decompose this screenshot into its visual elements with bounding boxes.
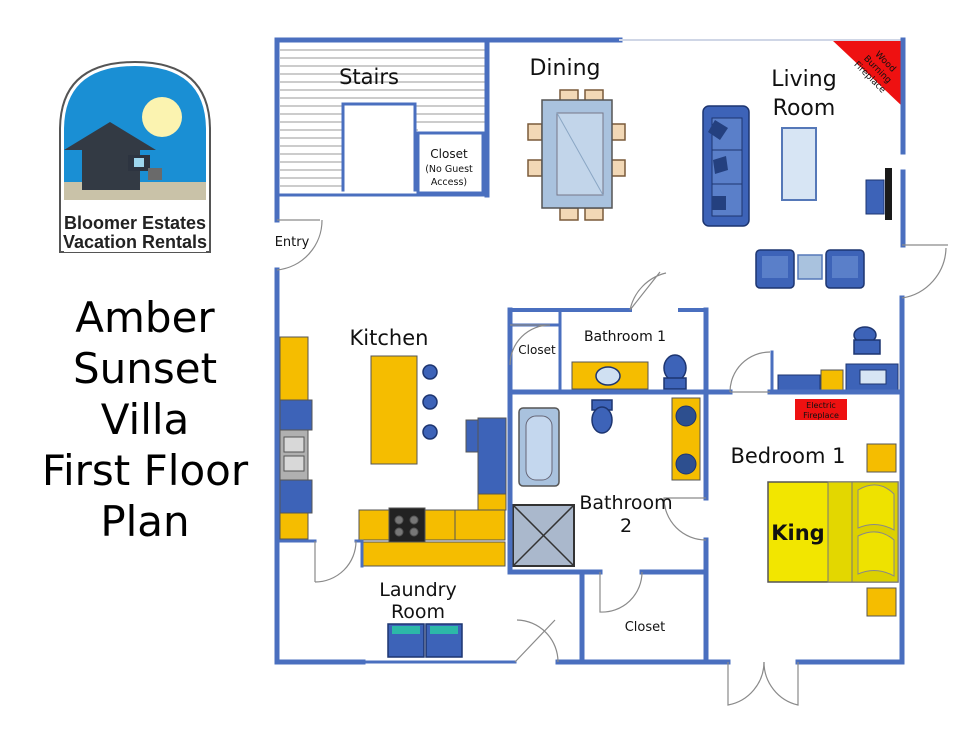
armchair [755, 249, 865, 289]
label-living-room-2: Room [773, 96, 836, 121]
logo-sun-icon [142, 97, 182, 137]
label-closet-noguest-3: Access) [431, 177, 467, 188]
toilet-icon [591, 399, 613, 434]
title-line: Plan [100, 497, 190, 546]
label-entry: Entry [275, 235, 310, 250]
side-table [820, 369, 844, 391]
label-closet-noguest-2: (No Guest [425, 164, 473, 175]
title-line: First Floor [41, 446, 249, 495]
logo-line-2: Vacation Rentals [63, 232, 207, 252]
stairs [280, 49, 485, 187]
shower [512, 504, 575, 567]
label-kitchen: Kitchen [350, 326, 429, 350]
nightstand [866, 587, 897, 617]
label-bathroom-1: Bathroom 1 [584, 329, 666, 345]
label-closet: Closet [518, 343, 556, 357]
label-dining: Dining [529, 56, 600, 81]
sink-icon [675, 405, 697, 427]
title-line: Amber [75, 293, 215, 342]
sofa [702, 105, 750, 227]
door-swings [276, 219, 948, 706]
house-icon [64, 122, 162, 190]
bar-stool [422, 364, 438, 440]
title-line: Villa [100, 395, 190, 444]
bench [777, 374, 821, 391]
coffee-table [781, 127, 817, 201]
wood-fireplace [832, 40, 902, 106]
tv-stand [865, 179, 885, 215]
label-closet-noguest-1: Closet [430, 147, 468, 161]
logo-line-1: Bloomer Estates [64, 213, 206, 233]
electric-fireplace [795, 399, 847, 420]
kitchen-counter [279, 336, 507, 567]
label-laundry-2: Room [391, 601, 445, 623]
walls [274, 37, 906, 665]
label-laundry-1: Laundry [379, 579, 456, 601]
electric-fireplace-label-2: Fireplace [803, 411, 839, 420]
label-bedroom-1: Bedroom 1 [730, 444, 845, 468]
washer-dryer [387, 623, 463, 658]
page-title: Amber Sunset Villa First Floor Plan [20, 292, 270, 547]
tv-icon [885, 168, 892, 220]
dining-chair [527, 89, 626, 221]
label-bathroom-2-1: Bathroom [579, 492, 672, 514]
toilet-icon [663, 354, 687, 390]
desk-chair [853, 326, 881, 355]
title-line: Sunset [72, 344, 218, 393]
sink-icon [595, 366, 621, 386]
nightstand [866, 443, 897, 473]
logo: Bloomer Estates Vacation Rentals [59, 60, 211, 253]
label-closet-bottom: Closet [625, 620, 666, 635]
dining-table [527, 89, 626, 221]
label-living-room-1: Living [771, 67, 836, 92]
label-king-bed: King [771, 521, 824, 545]
label-bathroom-2-2: 2 [620, 515, 632, 537]
electric-fireplace-label-1: Electric [806, 401, 836, 410]
king-bed [767, 481, 899, 583]
label-stairs: Stairs [339, 65, 399, 89]
sink-icon [675, 453, 697, 475]
